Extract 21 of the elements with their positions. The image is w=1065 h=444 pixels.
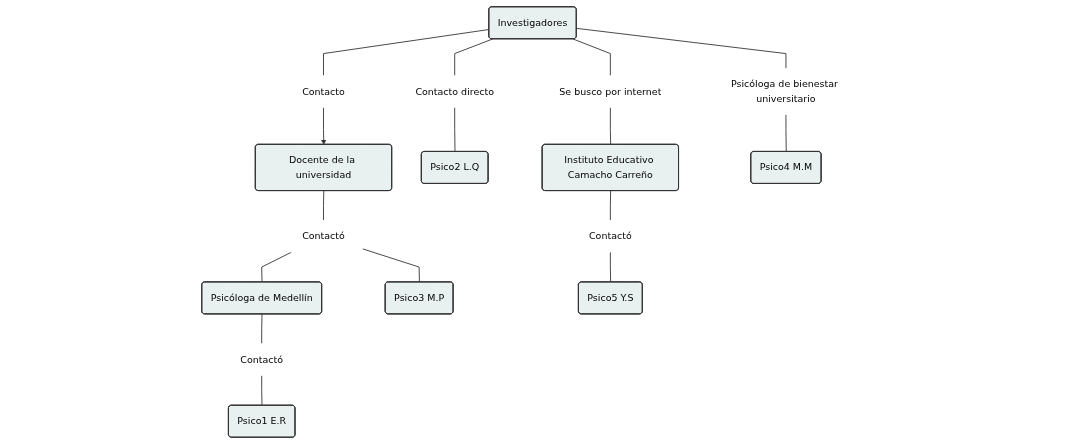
node-text: Contactó (589, 230, 632, 242)
connector (323, 29, 490, 76)
node-text: Psicóloga de bienestar universitario (731, 78, 839, 104)
connector (610, 190, 612, 221)
connector (362, 248, 420, 283)
connector (323, 190, 325, 221)
connector (576, 27, 787, 69)
connector (261, 313, 263, 344)
node-text: Contacto (302, 85, 345, 97)
connector (261, 375, 263, 406)
node-text: Contacto directo (415, 85, 495, 97)
connector (261, 251, 292, 283)
node-text: Contactó (240, 353, 284, 365)
node-text: Contactó (302, 230, 345, 242)
connector (785, 114, 787, 153)
connector (572, 38, 611, 76)
connector (610, 107, 612, 146)
connector (454, 38, 493, 76)
node-text: Se busco por internet (559, 85, 662, 97)
connector (610, 251, 612, 283)
connector (454, 107, 456, 153)
